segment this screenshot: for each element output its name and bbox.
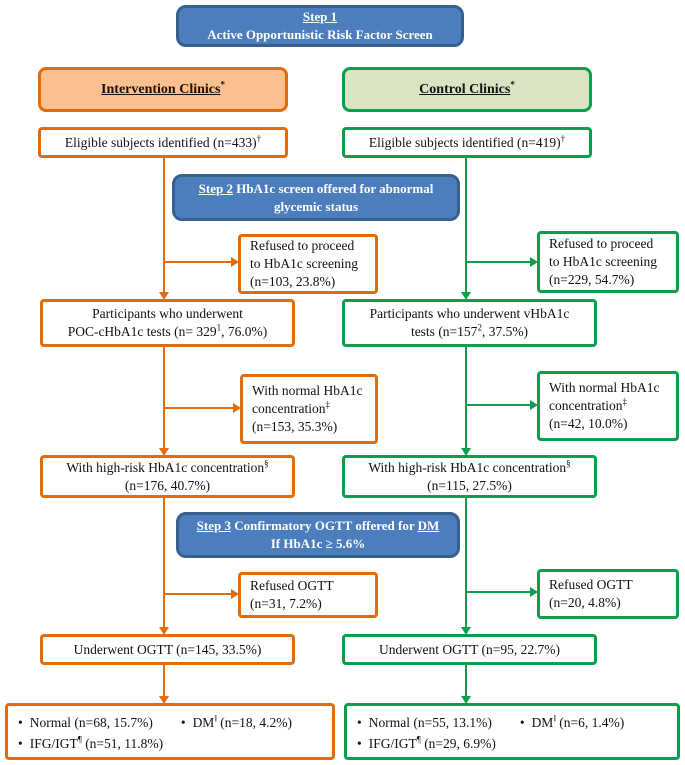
arrowhead-down [461, 292, 471, 300]
intervention-high-risk-box: With high-risk HbA1c concentration§ (n=1… [40, 455, 295, 498]
text-line: With normal HbA1c [549, 380, 660, 396]
control-high-risk-box: With high-risk HbA1c concentration§ (n=1… [342, 455, 597, 498]
intervention-clinics-label: Intervention Clinics* [101, 78, 225, 97]
intervention-refused-ogtt-box: Refused OGTT (n=31, 7.2%) [238, 572, 378, 618]
connector-line [163, 665, 165, 696]
connector-line [465, 158, 467, 292]
arrowhead-right [233, 403, 241, 413]
text-line: Participants who underwent vHbA1c [369, 306, 570, 322]
arrowhead-down [159, 448, 169, 456]
connector-line [465, 498, 467, 627]
intervention-eligible-box: Eligible subjects identified (n=433)† [38, 127, 288, 158]
text-line: (n=20, 4.8%) [549, 595, 621, 610]
intervention-refused-screening-box: Refused to proceed to HbA1c screening (n… [238, 234, 378, 294]
connector-line [465, 665, 467, 696]
control-outcomes-box: •Normal (n=55, 13.1%) •DM‖ (n=6, 1.4%) •… [344, 703, 680, 760]
text-line: concentration‡ [549, 396, 627, 414]
arrowhead-down [461, 627, 471, 635]
step2-line2: glycemic status [273, 198, 359, 214]
arrowhead-down [159, 696, 169, 704]
step3-label: Step 3 [196, 518, 231, 534]
control-normal-hba1c-box: With normal HbA1c concentration‡ (n=42, … [537, 371, 679, 441]
text-line: Underwent OGTT (n=145, 33.5%) [73, 641, 262, 657]
text-line: (n=31, 7.2%) [250, 596, 322, 611]
connector-line [465, 347, 467, 448]
text-line: Participants who underwent [92, 306, 243, 322]
intervention-eligible-text: Eligible subjects identified (n=433)† [64, 133, 262, 150]
text-line: (n=42, 10.0%) [549, 415, 628, 431]
outcome-dm: •DM‖ (n=6, 1.4%) [519, 713, 625, 730]
connector-line [164, 261, 231, 263]
arrowhead-down [159, 627, 169, 635]
arrowhead-down [461, 696, 471, 704]
step3-line2: If HbA1c ≥ 5.6% [270, 536, 366, 551]
step3-dm: DM [417, 518, 440, 534]
text-line: Refused OGTT [549, 577, 633, 593]
text-line: (n=176, 40.7%) [124, 477, 211, 493]
connector-line [466, 591, 530, 593]
control-participants-box: Participants who underwent vHbA1c tests … [342, 299, 597, 347]
text-line: (n=229, 54.7%) [549, 271, 635, 287]
connector-line [163, 498, 165, 627]
text-line: concentration‡ [252, 399, 330, 417]
control-eligible-text: Eligible subjects identified (n=419)† [368, 133, 566, 150]
text-line: tests (n=1572, 37.5%) [410, 322, 529, 339]
intervention-normal-hba1c-box: With normal HbA1c concentration‡ (n=153,… [240, 374, 378, 444]
outcome-normal: •Normal (n=55, 13.1%) [357, 715, 492, 730]
control-clinics-label: Control Clinics* [419, 78, 515, 97]
text-line: Refused to proceed [250, 238, 355, 254]
arrowhead-right [530, 587, 538, 597]
intervention-underwent-ogtt-box: Underwent OGTT (n=145, 33.5%) [40, 634, 295, 665]
step2-label: Step 2 [198, 180, 233, 196]
arrowhead-right [530, 400, 538, 410]
step2-banner: Step 2 HbA1c screen offered for abnormal… [172, 174, 460, 221]
outcome-ifg: •IFG/IGT¶ (n=29, 6.9%) [357, 734, 496, 751]
text-line: Underwent OGTT (n=95, 22.7%) [379, 641, 560, 657]
control-refused-ogtt-box: Refused OGTT (n=20, 4.8%) [537, 569, 679, 619]
arrowhead-down [159, 292, 169, 300]
step3-banner: Step 3 Confirmatory OGTT offered for DM … [176, 512, 460, 558]
connector-line [466, 261, 530, 263]
outcomes-row: •Normal (n=55, 13.1%) •DM‖ (n=6, 1.4%) [357, 713, 667, 734]
connector-line [164, 407, 233, 409]
connector-line [164, 593, 231, 595]
control-eligible-box: Eligible subjects identified (n=419)† [342, 127, 592, 158]
arrowhead-down [461, 448, 471, 456]
control-underwent-ogtt-box: Underwent OGTT (n=95, 22.7%) [342, 634, 597, 665]
step1-title: Active Opportunistic Risk Factor Screen [207, 27, 433, 42]
connector-line [466, 404, 530, 406]
step2-line1: Step 2 HbA1c screen offered for abnormal [175, 180, 457, 198]
intervention-clinics-header: Intervention Clinics* [38, 67, 288, 112]
step1-banner: Step 1 Active Opportunistic Risk Factor … [176, 5, 464, 47]
text-line: Refused to proceed [549, 236, 654, 252]
outcome-dm: •DM‖ (n=18, 4.2%) [180, 713, 292, 730]
outcomes-row: •Normal (n=68, 15.7%) •DM‖ (n=18, 4.2%) [18, 713, 322, 734]
step2-title: HbA1c screen offered for abnormal [232, 180, 434, 196]
text-line: With high-risk HbA1c concentration§ [368, 458, 571, 475]
step1-line1: Step 1 [179, 8, 461, 26]
text-line: Refused OGTT [250, 578, 334, 594]
connector-line [163, 347, 165, 448]
arrowhead-right [231, 589, 239, 599]
step3-line1: Step 3 Confirmatory OGTT offered for DM [179, 517, 457, 535]
text-line: With normal HbA1c [252, 383, 363, 399]
text-line: to HbA1c screening [250, 256, 358, 272]
text-line: POC-cHbA1c tests (n= 3291, 76.0%) [67, 322, 268, 339]
text-line: to HbA1c screening [549, 254, 657, 270]
step3-title: Confirmatory OGTT offered for [230, 518, 418, 534]
intervention-outcomes-box: •Normal (n=68, 15.7%) •DM‖ (n=18, 4.2%) … [5, 703, 335, 760]
text-line: (n=153, 35.3%) [252, 418, 338, 434]
control-refused-screening-box: Refused to proceed to HbA1c screening (n… [537, 231, 679, 293]
connector-line [163, 158, 165, 292]
step1-label: Step 1 [302, 9, 338, 25]
intervention-participants-box: Participants who underwent POC-cHbA1c te… [40, 299, 295, 347]
arrowhead-right [530, 257, 538, 267]
text-line: With high-risk HbA1c concentration§ [66, 458, 269, 475]
text-line: (n=115, 27.5%) [427, 477, 512, 493]
arrowhead-right [231, 257, 239, 267]
outcome-normal: •Normal (n=68, 15.7%) [18, 715, 153, 730]
outcome-ifg: •IFG/IGT¶ (n=51, 11.8%) [18, 734, 164, 751]
control-clinics-header: Control Clinics* [342, 67, 592, 112]
text-line: (n=103, 23.8%) [250, 273, 336, 289]
